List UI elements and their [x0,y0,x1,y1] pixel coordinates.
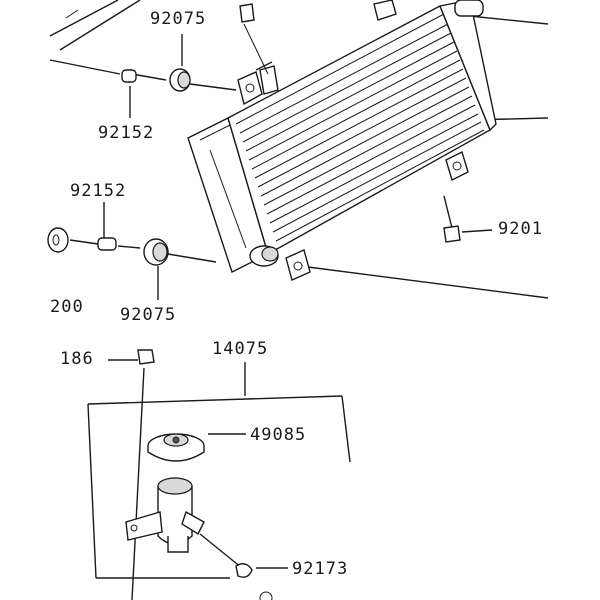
radiator-icon [187,0,549,299]
grommet-top-icon [169,68,191,92]
label-9201: 9201 [498,219,543,239]
label-92152-mid: 92152 [70,181,126,201]
clip-icon [443,225,461,243]
collar-mid-icon [97,237,117,251]
label-92173: 92173 [292,559,348,579]
frame-outline [49,0,141,75]
filler-neck-icon [125,477,243,569]
bolt-icon [131,349,155,600]
label-200: 200 [50,297,84,317]
hose-clamp-icon [235,563,288,600]
label-92075-mid: 92075 [120,305,176,325]
radiator-cap-icon [147,433,246,462]
washer-left-icon [47,227,69,253]
label-92075-top: 92075 [150,9,206,29]
label-14075: 14075 [212,339,268,359]
label-49085: 49085 [250,425,306,445]
label-92152-top: 92152 [98,123,154,143]
assembly-bracket [87,359,351,579]
grommet-mid-icon [143,238,169,266]
leader-lines [69,23,493,300]
collar-top-icon [121,69,137,83]
label-186: 186 [60,349,94,369]
